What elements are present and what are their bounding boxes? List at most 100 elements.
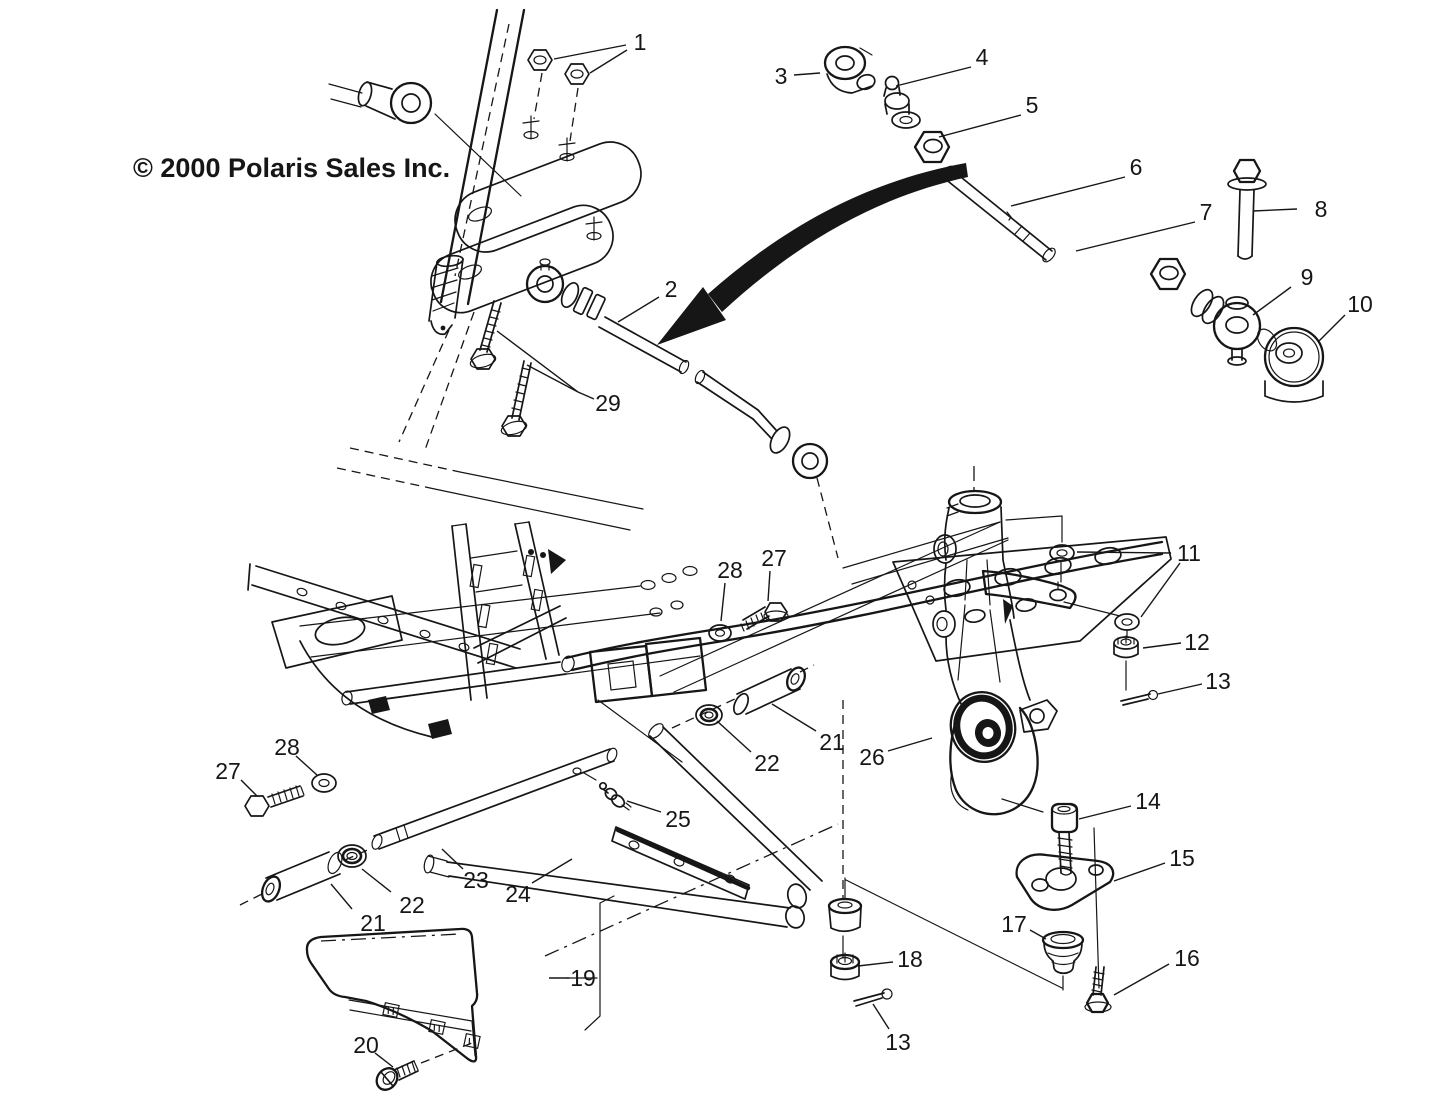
ball-joint-bushing [829,878,861,931]
lower-pivot-fasteners [240,774,372,905]
callout-leader-13b [873,1004,889,1029]
callout-leader-5 [939,115,1021,137]
callout-label-24: 24 [505,881,531,907]
callout-leader-29 [497,331,578,392]
guard-clip [464,1034,480,1049]
callout-label-14: 14 [1135,788,1161,814]
callout-leader-22L [362,869,391,892]
callout-leader-6 [1011,177,1125,206]
copyright-text: © 2000 Polaris Sales Inc. [133,153,450,183]
callout-label-22L: 22 [399,892,425,918]
steering-column [329,10,650,450]
callout-leader-13 [1158,684,1202,694]
callout-label-13: 13 [1205,668,1231,694]
frame [248,448,1171,762]
callout-label-23: 23 [463,867,489,893]
callout-label-27U: 27 [761,545,787,571]
bolt-16 [1085,967,1111,1012]
upper-pivot-fasteners [672,603,814,728]
callout-leader-20 [375,1053,393,1067]
callout-label-18: 18 [897,946,923,972]
callout-leader-29 [527,365,578,392]
callout-label-5: 5 [1026,92,1039,118]
part-6-tie-rod-shaft [939,164,1057,264]
steering-knuckle-26 [933,466,1120,814]
callout-leader-11 [1077,552,1171,553]
part-8-flange-bolt [1228,160,1266,259]
cotter-pin-13-bottom [854,989,892,1006]
part-10-bushing [1254,326,1323,402]
part-7-jam-nut [1151,259,1185,289]
callout-leader-3 [794,73,820,75]
a-arm-24 [423,700,1062,1030]
steering-mount-plates [423,73,650,321]
lower-ball-joint-hardware [831,804,1113,1012]
callout-label-7: 7 [1200,199,1213,225]
callout-label-17: 17 [1001,911,1027,937]
callout-leader-27U [768,571,770,601]
footrest-bar [248,564,520,668]
callout-label-25: 25 [665,806,691,832]
callout-label-4: 4 [976,44,989,70]
grease-fitting-25 [600,783,631,810]
callout-label-1: 1 [634,29,647,55]
callout-label-22R: 22 [754,750,780,776]
callout-leader-7 [1076,222,1195,251]
a-arm-guard-19 [307,929,480,1062]
callout-leader-26 [888,738,932,751]
flange-nuts-1 [528,50,589,84]
callout-label-26: 26 [859,744,885,770]
callout-label-10: 10 [1347,291,1373,317]
callout-leader-10 [1318,315,1345,342]
callout-leader-24 [532,859,572,883]
callout-label-6: 6 [1130,154,1143,180]
part-3-tie-rod-end [825,47,877,93]
part-9-tie-rod-end [1187,286,1260,365]
callout-19-bracket [567,896,614,1030]
part-4-ball-joint [884,77,920,129]
callout-leader-22R [717,721,751,752]
callout-leader-4 [896,67,971,86]
callout-label-29: 29 [595,390,621,416]
callout-leader-28U [721,583,725,621]
castle-nut-18 [831,953,859,980]
callout-leader-11 [1141,563,1180,617]
callout-leader-12 [1143,643,1181,648]
callout-label-19: 19 [570,965,596,991]
callout-leader-8 [1253,209,1297,211]
screw-20 [372,1043,472,1094]
tie-rod-2 [527,259,1008,584]
bolts-29 [469,301,531,437]
guard-clip [383,1003,399,1018]
callout-leader-27L [241,780,257,796]
callout-leader-14 [1079,806,1131,819]
callout-leader-17 [1030,930,1046,939]
callout-label-8: 8 [1315,196,1328,222]
callout-leader-16 [1114,964,1169,995]
callout-leader-1 [554,45,626,59]
callout-label-15: 15 [1169,845,1195,871]
guard-clip [429,1020,445,1035]
callout-label-21L: 21 [360,910,386,936]
callout-label-28L: 28 [274,734,300,760]
callout-label-27L: 27 [215,758,241,784]
callout-label-2: 2 [665,276,678,302]
direction-arrow [657,163,968,345]
spindle-washers-nut [1050,545,1158,705]
callout-leader-28L [296,756,317,775]
callout-label-21R: 21 [819,729,845,755]
callout-label-16: 16 [1174,945,1200,971]
callout-leader-9 [1253,287,1291,315]
callout-label-12: 12 [1184,629,1210,655]
callout-leader-25 [627,801,661,812]
callout-label-28U: 28 [717,557,743,583]
pivot-brackets [590,638,706,702]
ball-joint-17 [1043,932,1083,990]
callout-leader-21R [772,704,816,731]
pivot-tube-23 [370,747,618,851]
callout-leader-21L [331,884,352,909]
callout-leader-1 [590,50,627,73]
